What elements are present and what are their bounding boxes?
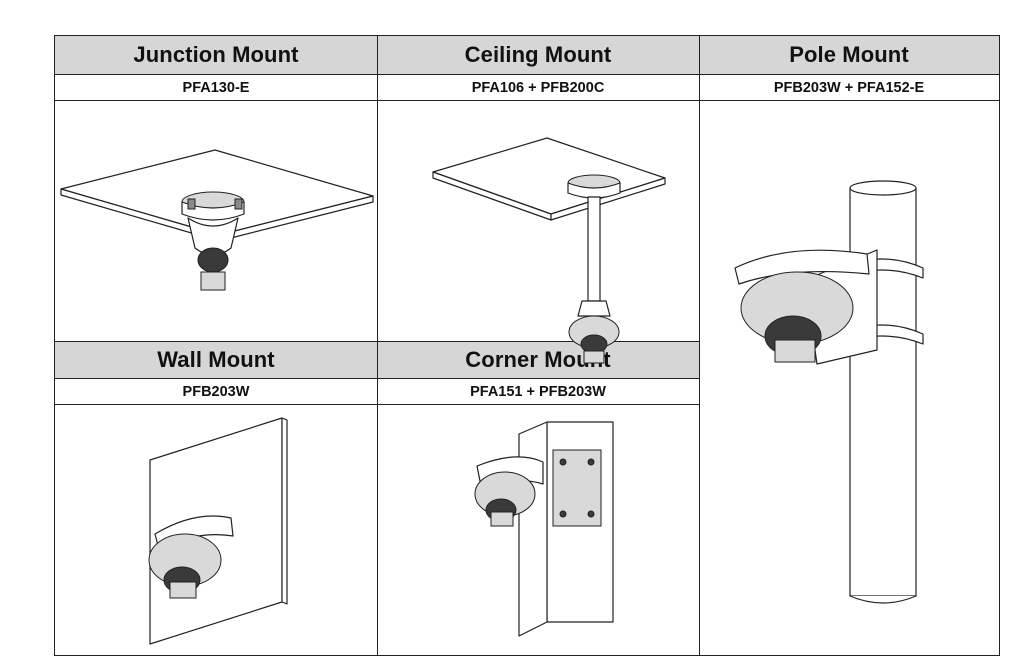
wall-mount-header: Wall Mount — [55, 341, 377, 379]
corner-mount-model: PFA151 + PFB203W — [470, 383, 606, 400]
ceiling-mount-title: Ceiling Mount — [464, 42, 612, 67]
junction-mount-illustration — [60, 149, 374, 291]
corner-mount-header: Corner Mount — [377, 341, 699, 379]
ceiling-mount-illustration — [432, 137, 666, 364]
junction-mount-model: PFA130-E — [182, 79, 250, 96]
ceiling-mount-model-row: PFA106 + PFB200C — [377, 75, 699, 101]
pole-mount-header: Pole Mount — [699, 36, 999, 75]
pole-mount-model: PFB203W + PFA152-E — [773, 79, 925, 96]
ceiling-mount-header: Ceiling Mount — [377, 36, 699, 75]
pole-mount-title: Pole Mount — [789, 42, 909, 67]
grid-divider — [377, 36, 378, 655]
corner-mount-illustration — [474, 421, 614, 637]
pole-mount-model-row: PFB203W + PFA152-E — [699, 75, 999, 101]
wall-mount-illustration — [148, 417, 288, 645]
junction-mount-model-row: PFA130-E — [55, 75, 377, 101]
grid-divider — [699, 36, 700, 655]
wall-mount-model-row: PFB203W — [55, 379, 377, 405]
corner-mount-model-row: PFA151 + PFB203W — [377, 379, 699, 405]
junction-mount-title: Junction Mount — [133, 42, 299, 67]
wall-mount-model: PFB203W — [182, 383, 250, 400]
ceiling-mount-model: PFA106 + PFB200C — [471, 79, 605, 96]
wall-mount-title: Wall Mount — [157, 347, 275, 372]
mount-table: Junction Mount Ceiling Mount Pole Mount … — [54, 35, 1000, 656]
junction-mount-header: Junction Mount — [55, 36, 377, 75]
pole-mount-illustration — [734, 180, 924, 604]
